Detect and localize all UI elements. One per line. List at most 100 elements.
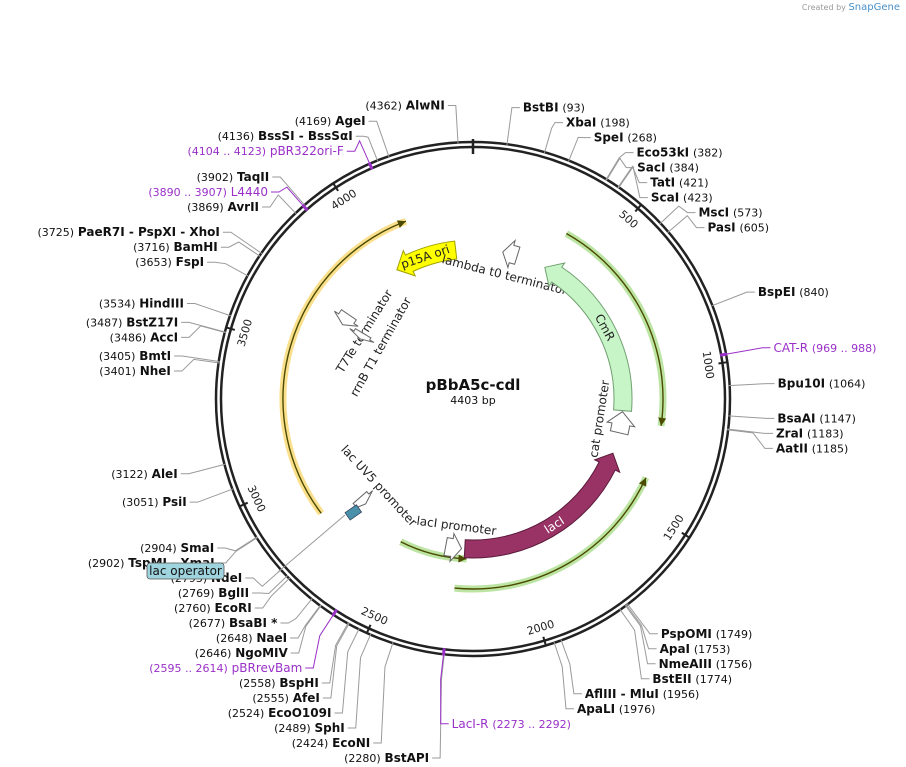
enzyme-site[interactable]: (3869) AvrII [187, 194, 297, 215]
credit-prefix: Created by [801, 3, 846, 12]
site-coord: (382) [693, 147, 723, 160]
enzyme-site[interactable]: AflIII - MluI (1956) [560, 639, 699, 701]
enzyme-site[interactable]: ApaLI (1976) [553, 641, 656, 716]
enzyme-site[interactable]: (4136) BssSI - BssSαI [218, 129, 379, 162]
leader-line [217, 536, 258, 552]
site-coord: (2902) [88, 557, 125, 570]
site-coord: (4362) [365, 100, 402, 113]
primer-mark [367, 162, 374, 170]
enzyme-site[interactable]: TatI (421) [617, 165, 709, 190]
enzyme-site[interactable]: PspOMI (1749) [626, 603, 752, 641]
primer-site[interactable]: CAT-R (969 .. 988) [719, 341, 876, 357]
enzyme-site[interactable]: BstBI (93) [506, 101, 585, 146]
tick-mark [225, 326, 236, 331]
site-label: (2760) EcoRI [174, 601, 252, 615]
enzyme-site[interactable]: SpeI (268) [568, 131, 657, 162]
primer-site[interactable]: (2595 .. 2614) pBRrevBam [149, 608, 338, 675]
leader-line [220, 241, 261, 257]
enzyme-site[interactable]: NmeAIII (1756) [624, 604, 752, 671]
enzyme-site[interactable]: (3653) FspI [135, 255, 249, 277]
feature-cmr[interactable]: CmR [544, 262, 633, 412]
enzyme-site[interactable]: (3487) BstZ17I [86, 315, 226, 333]
primer-sites: (4104 .. 4123) pBR322ori-F (3890 .. 3907)… [148, 139, 876, 731]
site-coord: (2558) [239, 677, 276, 690]
enzyme-site[interactable]: PasI (605) [667, 215, 769, 235]
site-name: XbaI [566, 116, 596, 130]
enzyme-site[interactable]: BsaAI (1147) [728, 411, 856, 425]
enzyme-site[interactable]: Bpu10I (1064) [728, 377, 866, 391]
enzyme-site[interactable]: (2646) NgoMIV [195, 604, 322, 660]
site-label: BsaAI (1147) [777, 411, 856, 425]
enzyme-site[interactable]: AatII (1185) [727, 429, 848, 456]
enzyme-site[interactable]: (3534) HindIII [99, 297, 232, 317]
site-name: L4440 [231, 185, 268, 199]
enzyme-site[interactable]: (3725) PaeR7I - PspXI - XhoI [38, 225, 263, 255]
leader-line [728, 415, 775, 419]
enzyme-site[interactable]: SacI (384) [605, 157, 699, 181]
site-label: (3534) HindIII [99, 297, 184, 311]
leader-line [272, 176, 306, 207]
primer-mark [331, 608, 338, 617]
site-label: (4362) AlwNI [365, 99, 444, 113]
site-label: (2489) SphI [274, 721, 345, 735]
enzyme-site[interactable]: (2524) EcoO109I [228, 628, 360, 720]
site-label: PspOMI (1749) [661, 627, 752, 641]
enzyme-site[interactable]: XbaI (198) [543, 116, 630, 154]
enzyme-site[interactable]: (2677) BsaBI * [189, 597, 313, 630]
site-label: LacI-R (2273 .. 2292) [452, 717, 571, 731]
site-coord: (3716) [133, 241, 170, 254]
enzyme-site[interactable]: ZraI (1183) [727, 426, 844, 440]
enzyme-site[interactable]: (3716) BamHI [133, 240, 261, 257]
tick-mark [239, 501, 249, 508]
primer-site[interactable]: LacI-R (2273 .. 2292) [440, 648, 571, 731]
site-name: FspI [176, 255, 204, 269]
site-coord: (2555) [252, 692, 289, 705]
site-coord: (2489) [274, 722, 311, 735]
site-coord: (1183) [807, 427, 844, 440]
enzyme-site[interactable]: (2769) BglII [178, 575, 288, 600]
primer-site[interactable]: (3890 .. 3907) L4440 [148, 185, 309, 212]
enzyme-site[interactable]: (3486) AccI [110, 325, 226, 344]
site-name: BsaAI [777, 411, 815, 425]
enzyme-site[interactable]: (4169) AgeI [295, 114, 390, 158]
tick-label: 2500 [359, 604, 390, 627]
enzyme-site[interactable]: ApaI (1753) [625, 604, 731, 656]
site-name: SmaI [180, 541, 214, 555]
enzyme-site[interactable]: ScaI (423) [617, 165, 713, 205]
site-coord: (3653) [135, 256, 172, 269]
enzyme-site[interactable]: (3405) BmtI [99, 349, 220, 363]
enzyme-site[interactable]: (3122) AleI [111, 463, 226, 481]
enzyme-site[interactable]: (2558) BspHI [239, 622, 349, 690]
enzyme-site[interactable]: (3051) PsiI [122, 488, 234, 509]
primer-mark [301, 204, 309, 212]
site-label: (2904) SmaI [140, 541, 214, 555]
enzyme-site[interactable]: BspEI (840) [711, 285, 829, 307]
leader-line [568, 136, 591, 162]
enzyme-site[interactable]: (3401) NheI [99, 358, 220, 378]
site-coord: (3401) [99, 365, 136, 378]
lac-operator-feature[interactable]: lac operator [146, 504, 363, 580]
site-label: Eco53kI (382) [636, 146, 722, 160]
site-label: (3725) PaeR7I - PspXI - XhoI [38, 225, 220, 239]
lac-operator-label: lac operator [149, 564, 222, 578]
enzyme-site[interactable]: (2489) SphI [274, 633, 372, 735]
site-name: BamHI [174, 240, 218, 254]
feature-laci[interactable]: lacI [463, 452, 621, 559]
enzyme-site[interactable]: Eco53kI (382) [605, 146, 723, 181]
enzyme-site[interactable]: (4362) AlwNI [365, 99, 459, 144]
leader-line [728, 383, 775, 387]
primer-site[interactable]: (4104 .. 4123) pBR322ori-F [187, 139, 374, 170]
site-coord: (3405) [99, 350, 136, 363]
enzyme-site[interactable]: BstEII (1774) [619, 608, 732, 686]
site-name: CAT-R [774, 341, 809, 355]
enzyme-site[interactable]: (2648) NaeI [216, 604, 322, 645]
enzyme-site[interactable]: (2760) EcoRI [174, 577, 291, 615]
enzyme-site[interactable]: (3902) TaqII [197, 170, 306, 207]
enzyme-site[interactable]: (2555) AfeI [252, 622, 350, 705]
site-name: TatI [650, 176, 675, 190]
enzyme-site[interactable]: (2424) EcoNI [292, 642, 394, 750]
feature-arrow [605, 410, 636, 436]
enzyme-site[interactable]: (2904) SmaI [140, 536, 258, 555]
enzyme-site[interactable]: MscI (573) [659, 205, 763, 225]
leader-line [181, 321, 226, 333]
